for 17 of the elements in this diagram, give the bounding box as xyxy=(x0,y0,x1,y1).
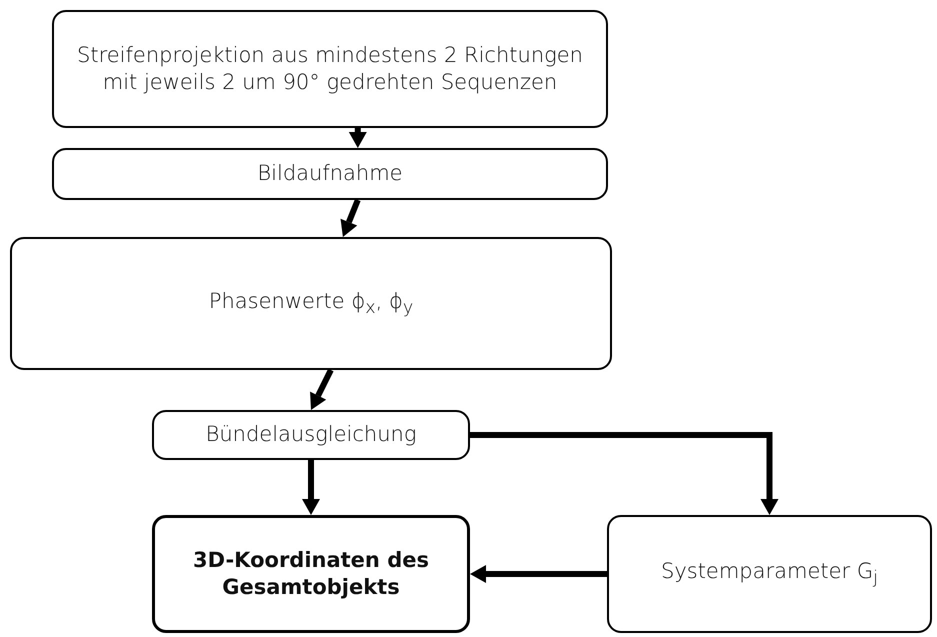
process-box xyxy=(152,410,470,460)
process-box xyxy=(10,237,612,370)
box-label: Streifenprojektion aus mindestens 2 Richtungen mit jeweils 2 um 90° gedrehten Sequenzen xyxy=(76,42,584,96)
box-label: Systemparameter G$_{j}$ xyxy=(661,558,878,590)
arrow xyxy=(348,128,367,148)
box-label: 3D-Koordinaten des Gesamtobjekts xyxy=(192,546,430,601)
process-box xyxy=(52,10,608,128)
process-box xyxy=(607,515,932,633)
arrow xyxy=(340,198,361,237)
arrow xyxy=(310,368,334,410)
box-label: Bündelausgleichung xyxy=(206,421,416,448)
arrow xyxy=(470,565,607,583)
box-label: Bildaufnahme xyxy=(257,160,403,188)
box-label: Phasenwerte ϕ$_{x}$, ϕ$_{y}$ xyxy=(208,288,414,320)
arrow xyxy=(302,460,320,515)
process-box xyxy=(52,148,608,200)
process-box xyxy=(152,515,470,633)
